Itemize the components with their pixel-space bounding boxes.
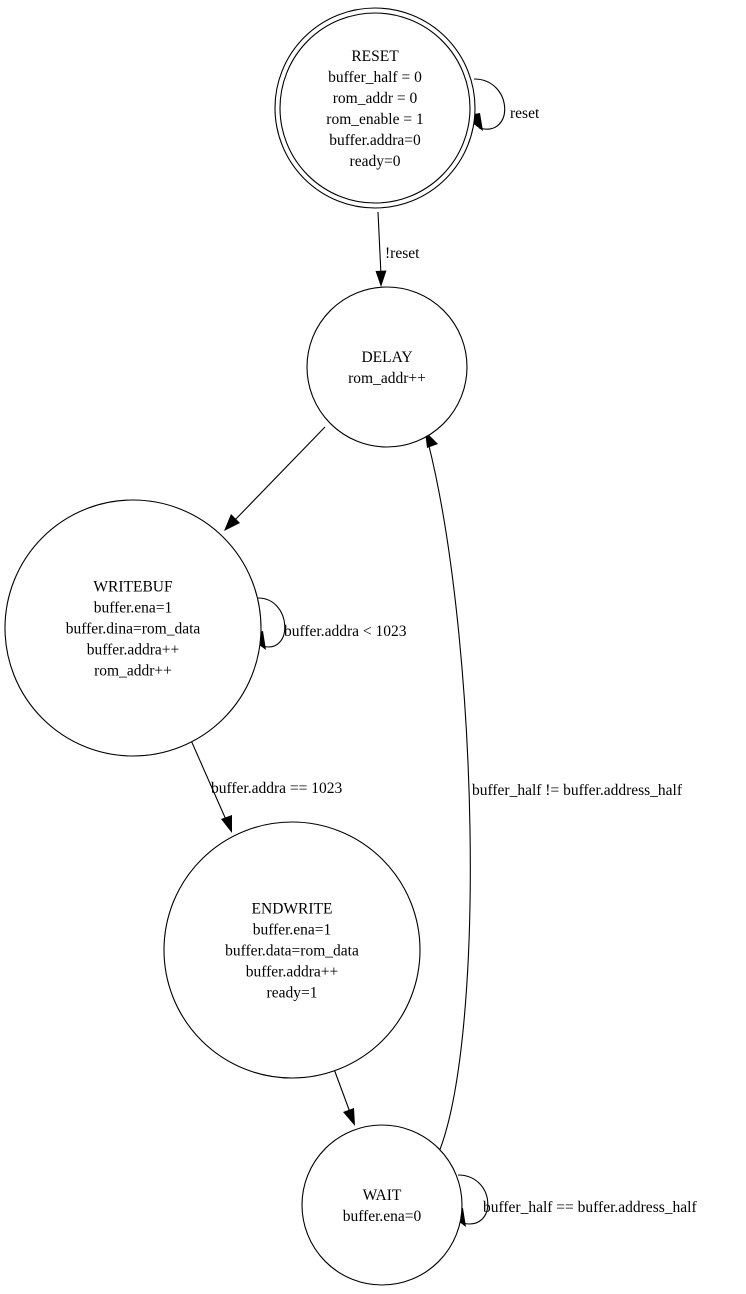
state-action-wait-1: buffer.ena=0 — [343, 1208, 422, 1225]
state-action-reset-4: buffer.addra=0 — [329, 132, 421, 149]
transition-delay-to-writebuf[interactable] — [224, 426, 326, 531]
transition-writebuf-to-endwrite[interactable] — [189, 737, 232, 833]
arrow-head-delay-to-writebuf — [224, 514, 240, 531]
edge-path-wait-self — [457, 1174, 489, 1225]
state-outline-writebuf — [4, 499, 262, 757]
state-label-reset: RESET buffer_half = 0 rom_addr = 0 rom_enab… — [326, 48, 423, 170]
state-action-endwrite-3: buffer.addra++ — [246, 964, 339, 981]
transition-label-reset-to-delay: !reset — [385, 245, 420, 262]
state-label-delay: DELAY rom_addr++ — [348, 349, 426, 387]
transition-reset-to-delay[interactable] — [375, 211, 387, 287]
edge-path-writebuf-to-endwrite — [189, 737, 228, 823]
state-label-wait: WAIT buffer.ena=0 — [343, 1187, 422, 1225]
edge-path-reset-to-delay — [377, 211, 382, 276]
edge-path-writebuf-self — [257, 597, 286, 648]
transition-endwrite-to-wait[interactable] — [333, 1068, 355, 1126]
state-outline-delay — [306, 286, 468, 448]
state-action-writebuf-3: buffer.addra++ — [87, 642, 180, 659]
state-name-delay: DELAY — [361, 349, 412, 366]
arrow-head-reset-to-delay — [375, 270, 387, 287]
state-action-reset-5: ready=0 — [350, 153, 401, 170]
state-action-writebuf-2: buffer.dina=rom_data — [66, 621, 201, 638]
state-action-writebuf-4: rom_addr++ — [94, 663, 172, 680]
states-layer: RESET buffer_half = 0 rom_addr = 0 rom_enab… — [4, 7, 476, 1286]
state-writebuf[interactable]: WRITEBUF buffer.ena=1 buffer.dina=rom_data… — [4, 499, 262, 757]
state-name-reset: RESET — [351, 48, 399, 65]
state-label-endwrite: ENDWRITE buffer.ena=1 buffer.data=rom_data… — [225, 901, 359, 1002]
state-label-writebuf: WRITEBUF buffer.ena=1 buffer.dina=rom_data… — [66, 579, 201, 680]
edge-path-delay-to-writebuf — [232, 426, 326, 523]
transition-label-wait-to-delay: buffer_half != buffer.address_half — [472, 782, 683, 799]
state-name-wait: WAIT — [363, 1187, 402, 1204]
state-outline-endwrite — [163, 821, 421, 1079]
state-wait[interactable]: WAIT buffer.ena=0 — [301, 1124, 463, 1286]
state-action-endwrite-1: buffer.ena=1 — [253, 922, 332, 939]
state-name-writebuf: WRITEBUF — [93, 579, 173, 596]
edge-path-reset-self — [473, 78, 506, 130]
state-endwrite[interactable]: ENDWRITE buffer.ena=1 buffer.data=rom_data… — [163, 821, 421, 1079]
state-reset[interactable]: RESET buffer_half = 0 rom_addr = 0 rom_enab… — [274, 7, 476, 209]
state-action-reset-1: buffer_half = 0 — [328, 69, 422, 86]
state-action-delay-1: rom_addr++ — [348, 370, 426, 387]
state-action-endwrite-2: buffer.data=rom_data — [225, 943, 359, 960]
transition-label-writebuf-self: buffer.addra < 1023 — [284, 623, 407, 640]
edge-labels-layer: reset !reset buffer.addra < 1023 buffer.add… — [211, 105, 697, 1216]
state-outline-wait — [301, 1124, 463, 1286]
arrow-head-endwrite-to-wait — [343, 1108, 355, 1126]
state-name-endwrite: ENDWRITE — [252, 901, 333, 918]
state-action-reset-3: rom_enable = 1 — [326, 111, 423, 128]
state-action-endwrite-4: ready=1 — [267, 985, 318, 1002]
transition-label-writebuf-to-endwrite: buffer.addra == 1023 — [211, 780, 343, 797]
transition-label-wait-self: buffer_half == buffer.address_half — [483, 1199, 697, 1216]
arrow-head-writebuf-to-endwrite — [221, 815, 232, 833]
transition-wait-to-delay[interactable] — [425, 431, 471, 1158]
transition-label-reset-self: reset — [510, 105, 540, 122]
edge-path-wait-to-delay — [427, 441, 471, 1158]
state-delay[interactable]: DELAY rom_addr++ — [306, 286, 468, 448]
state-inner-outline-reset — [279, 12, 471, 204]
state-action-reset-2: rom_addr = 0 — [333, 90, 418, 107]
edge-path-endwrite-to-wait — [333, 1068, 352, 1116]
state-action-writebuf-1: buffer.ena=1 — [94, 600, 173, 617]
